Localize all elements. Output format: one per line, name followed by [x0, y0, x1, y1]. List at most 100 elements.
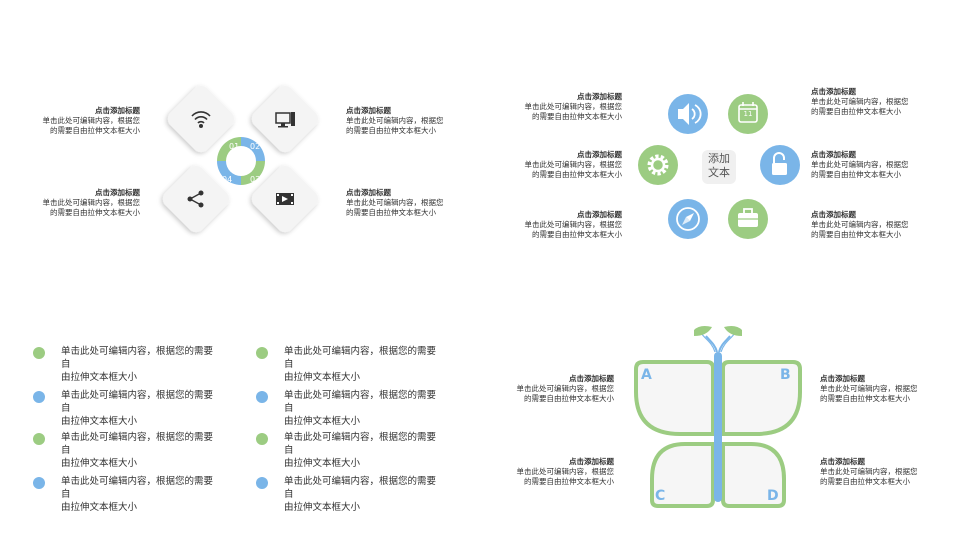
q2-text-6: 点击添加标题 单击此处可编辑内容，根据您 的需要自由拉伸文本框大小 — [811, 210, 921, 240]
q1-title-3: 点击添加标题 — [95, 188, 140, 197]
q1-body-4b: 的需要自由拉伸文本框大小 — [346, 208, 436, 217]
q2-body-3a: 单击此处可编辑内容，根据您 — [524, 220, 623, 229]
q1-body-1b: 的需要自由拉伸文本框大小 — [50, 126, 140, 135]
bullet-dot-5 — [256, 347, 268, 359]
q1-text-4: 点击添加标题 单击此处可编辑内容，根据您 的需要自由拉伸文本框大小 — [346, 188, 456, 218]
q1-text-3: 点击添加标题 单击此处可编辑内容，根据您 的需要自由拉伸文本框大小 — [30, 188, 141, 218]
q1-body-1a: 单击此处可编辑内容，根据您 — [42, 116, 141, 125]
bullet-list: 单击此处可编辑内容，根据您的需要自 由拉伸文本框大小 单击此处可编辑内容，根据您… — [0, 274, 480, 548]
bullet-dot-1 — [33, 347, 45, 359]
monitor-icon — [275, 112, 295, 128]
q2-title-6: 点击添加标题 — [811, 210, 856, 219]
q2-body-6b: 的需要自由拉伸文本框大小 — [811, 230, 901, 239]
q4-body-3a: 单击此处可编辑内容，根据您 — [516, 467, 615, 476]
q4-text-1: 点击添加标题 单击此处可编辑内容，根据您 的需要自由拉伸文本框大小 — [504, 374, 615, 404]
wifi-icon — [191, 111, 211, 129]
calendar-icon — [728, 94, 768, 134]
list-item-3-line1: 单击此处可编辑内容，根据您的需要自 — [61, 432, 214, 456]
q2-body-4a: 单击此处可编辑内容，根据您 — [811, 97, 909, 106]
antenna-leaf-right — [724, 326, 742, 336]
q1-text-1: 点击添加标题 单击此处可编辑内容，根据您 的需要自由拉伸文本框大小 — [30, 106, 141, 136]
q4-body-1a: 单击此处可编辑内容，根据您 — [516, 384, 615, 393]
unlock-icon — [760, 145, 800, 185]
q1-body-4a: 单击此处可编辑内容，根据您 — [346, 198, 444, 207]
q4-title-4: 点击添加标题 — [820, 457, 865, 466]
q2-body-5b: 的需要自由拉伸文本框大小 — [811, 170, 901, 179]
list-item-8-line2: 由拉伸文本框大小 — [284, 502, 361, 513]
q2-text-3: 点击添加标题 单击此处可编辑内容，根据您 的需要自由拉伸文本框大小 — [512, 210, 623, 240]
video-icon — [276, 193, 294, 205]
icon-circle-graphic — [638, 94, 800, 239]
q4-title-1: 点击添加标题 — [569, 374, 614, 383]
list-item-4: 单击此处可编辑内容，根据您的需要自 由拉伸文本框大小 — [61, 475, 221, 514]
bullet-dot-7 — [256, 433, 268, 445]
butterfly-graphic — [634, 326, 802, 508]
list-item-1-line2: 由拉伸文本框大小 — [61, 372, 138, 383]
q4-body-4b: 的需要自由拉伸文本框大小 — [820, 477, 910, 486]
q1-body-2a: 单击此处可编辑内容，根据您 — [346, 116, 444, 125]
q4-body-3b: 的需要自由拉伸文本框大小 — [524, 477, 614, 486]
list-item-3-line2: 由拉伸文本框大小 — [61, 458, 138, 469]
q4-title-2: 点击添加标题 — [820, 374, 865, 383]
step-01: 01 — [229, 142, 240, 151]
q2-title-3: 点击添加标题 — [577, 210, 622, 219]
q1-title-1: 点击添加标题 — [95, 106, 140, 115]
list-item-6: 单击此处可编辑内容，根据您的需要自 由拉伸文本框大小 — [284, 389, 444, 428]
q4-body-1b: 的需要自由拉伸文本框大小 — [524, 394, 614, 403]
list-item-8: 单击此处可编辑内容，根据您的需要自 由拉伸文本框大小 — [284, 475, 444, 514]
q4-text-2: 点击添加标题 单击此处可编辑内容，根据您 的需要自由拉伸文本框大小 — [820, 374, 930, 404]
q2-text-2: 点击添加标题 单击此处可编辑内容，根据您 的需要自由拉伸文本框大小 — [512, 150, 623, 180]
list-item-5: 单击此处可编辑内容，根据您的需要自 由拉伸文本框大小 — [284, 345, 444, 384]
cycle-ring — [217, 137, 265, 185]
q2-body-1b: 的需要自由拉伸文本框大小 — [532, 112, 622, 121]
q4-title-3: 点击添加标题 — [569, 457, 614, 466]
bullet-dot-3 — [33, 433, 45, 445]
wing-b — [721, 360, 802, 436]
q1-body-3b: 的需要自由拉伸文本框大小 — [50, 208, 140, 217]
bullet-dot-8 — [256, 477, 268, 489]
q1-body-2b: 的需要自由拉伸文本框大小 — [346, 126, 436, 135]
list-item-2-line1: 单击此处可编辑内容，根据您的需要自 — [61, 390, 214, 414]
list-item-3: 单击此处可编辑内容，根据您的需要自 由拉伸文本框大小 — [61, 431, 221, 470]
q1-title-4: 点击添加标题 — [346, 188, 391, 197]
q2-body-1a: 单击此处可编辑内容，根据您 — [524, 102, 623, 111]
q1-title-2: 点击添加标题 — [346, 106, 391, 115]
calendar-day: 11 — [743, 110, 753, 118]
q2-text-1: 点击添加标题 单击此处可编辑内容，根据您 的需要自由拉伸文本框大小 — [512, 92, 623, 122]
q2-title-1: 点击添加标题 — [577, 92, 622, 101]
q2-title-4: 点击添加标题 — [811, 87, 856, 96]
briefcase-icon — [728, 199, 768, 239]
q1-text-2: 点击添加标题 单击此处可编辑内容，根据您 的需要自由拉伸文本框大小 — [346, 106, 456, 136]
list-item-7-line2: 由拉伸文本框大小 — [284, 458, 361, 469]
q4-body-2b: 的需要自由拉伸文本框大小 — [820, 394, 910, 403]
bullet-dot-4 — [33, 477, 45, 489]
wing-label-b: B — [780, 367, 791, 383]
q2-text-4: 点击添加标题 单击此处可编辑内容，根据您 的需要自由拉伸文本框大小 — [811, 87, 921, 117]
step-02: 02 — [250, 142, 261, 151]
diamond-tile-3 — [162, 165, 230, 233]
q1-body-3a: 单击此处可编辑内容，根据您 — [42, 198, 141, 207]
speaker-icon — [668, 94, 708, 134]
list-item-2: 单击此处可编辑内容，根据您的需要自 由拉伸文本框大小 — [61, 389, 221, 428]
wing-d — [721, 442, 786, 508]
list-item-1: 单击此处可编辑内容，根据您的需要自 由拉伸文本框大小 — [61, 345, 221, 384]
share-icon — [187, 190, 204, 208]
list-item-5-line1: 单击此处可编辑内容，根据您的需要自 — [284, 346, 437, 370]
bullet-dot-2 — [33, 391, 45, 403]
compass-icon — [668, 199, 708, 239]
q2-title-5: 点击添加标题 — [811, 150, 856, 159]
q2-body-6a: 单击此处可编辑内容，根据您 — [811, 220, 909, 229]
wing-label-d: D — [767, 488, 779, 504]
bullet-dot-6 — [256, 391, 268, 403]
q4-body-2a: 单击此处可编辑内容，根据您 — [820, 384, 918, 393]
list-item-2-line2: 由拉伸文本框大小 — [61, 416, 138, 427]
q4-body-4a: 单击此处可编辑内容，根据您 — [820, 467, 918, 476]
wing-label-a: A — [641, 367, 652, 383]
step-03: 03 — [250, 175, 261, 184]
center-text-line1: 添加 — [708, 152, 730, 165]
q4-text-4: 点击添加标题 单击此处可编辑内容，根据您 的需要自由拉伸文本框大小 — [820, 457, 930, 487]
diamond-diagram: 01 02 03 04 点击添加标题 单击此处可编辑内容，根据您 的需要自由拉伸… — [0, 0, 480, 274]
wing-label-c: C — [655, 488, 666, 504]
wing-c — [650, 442, 715, 508]
list-item-1-line1: 单击此处可编辑内容，根据您的需要自 — [61, 346, 214, 370]
